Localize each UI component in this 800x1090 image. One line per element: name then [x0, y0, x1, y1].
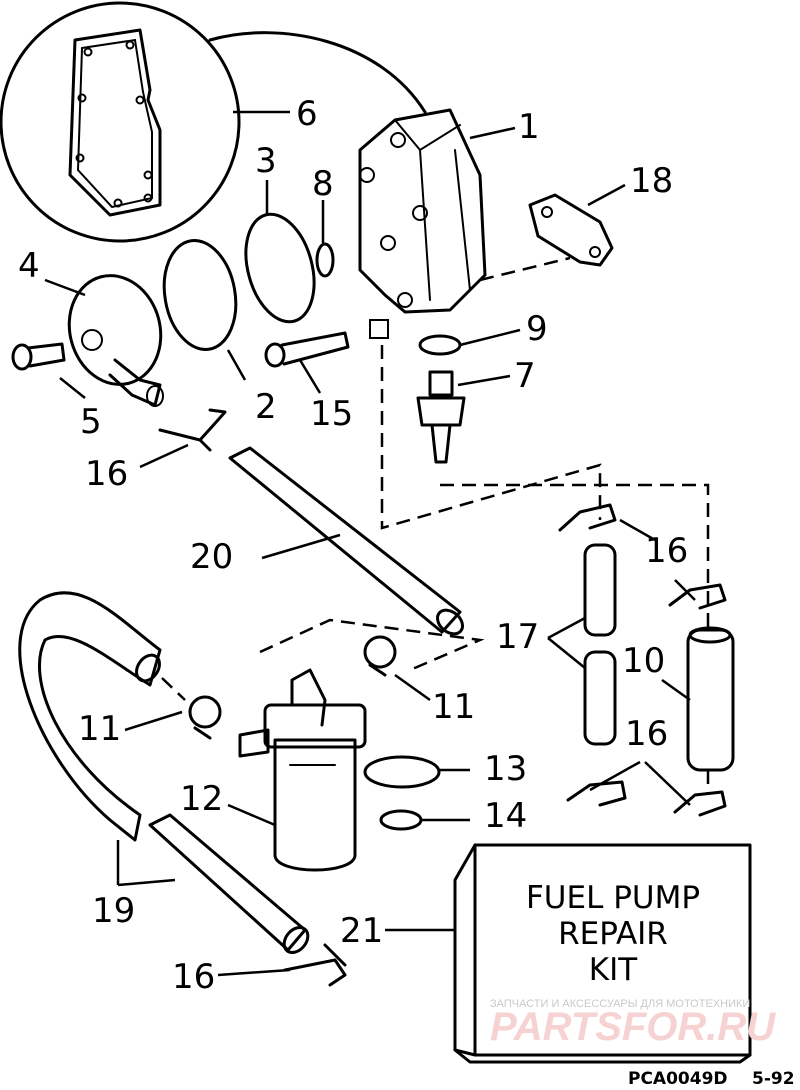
repair-kit-box — [453, 843, 752, 1064]
callout-14: 14 — [484, 796, 527, 836]
fitting-washer — [418, 334, 462, 356]
callout-19: 19 — [92, 891, 135, 931]
cover-screw — [11, 342, 66, 371]
diaphragm-ring — [162, 238, 238, 352]
fuel-pump-body — [358, 108, 487, 339]
callout-12: 12 — [180, 779, 223, 819]
callout-10: 10 — [622, 641, 665, 681]
callout-11-left: 11 — [78, 709, 121, 749]
callout-2: 2 — [255, 387, 277, 427]
small-o-ring — [315, 242, 335, 278]
short-hoses — [583, 543, 617, 746]
callout-15: 15 — [310, 394, 353, 434]
curved-fuel-hose — [18, 591, 310, 955]
callout-16-right-lower: 16 — [625, 714, 668, 754]
hose-clip-right-lower-a — [566, 780, 627, 807]
watermark-brand: PARTSFOR.RU — [490, 1005, 776, 1049]
routing-line-pump-to-gasket — [479, 256, 571, 282]
callout-17: 17 — [496, 617, 539, 657]
fuel-filter-canister — [238, 668, 367, 872]
figure-code: PCA0049D — [628, 1069, 728, 1089]
canister-o-ring-small — [379, 809, 423, 831]
callout-6: 6 — [296, 94, 318, 134]
callout-8: 8 — [312, 164, 334, 204]
callout-9: 9 — [526, 309, 548, 349]
kit-label-line-1: FUEL PUMP — [526, 880, 700, 916]
page-number: 5-92 — [752, 1069, 795, 1089]
hose-clip-right-lower-b — [673, 790, 727, 817]
callout-13: 13 — [484, 749, 527, 789]
hose-clamp-left — [188, 695, 222, 740]
hose-clip-upper-left — [158, 408, 227, 452]
callout-16-right-upper: 16 — [645, 531, 688, 571]
callout-18: 18 — [630, 161, 673, 201]
callout-4: 4 — [18, 246, 40, 286]
hose-fitting — [416, 370, 466, 464]
inline-filter — [686, 626, 735, 772]
callout-16-upper-left: 16 — [85, 454, 128, 494]
routing-line-fitting-to-filter — [440, 483, 710, 630]
hose-clamp-upper — [363, 635, 397, 677]
callout-1: 1 — [518, 107, 540, 147]
callout-7: 7 — [514, 356, 536, 396]
callout-11-upper: 11 — [432, 687, 475, 727]
leader-lines — [44, 110, 696, 977]
canister-o-ring-large — [363, 755, 441, 789]
kit-label-line-2: REPAIR — [558, 916, 668, 952]
hose-clip-right-middle — [668, 583, 727, 610]
pump-cover — [67, 274, 164, 407]
callout-5: 5 — [80, 402, 102, 442]
callout-16-bottom: 16 — [172, 957, 215, 997]
long-fuel-hose — [228, 446, 465, 636]
kit-label-line-3: KIT — [589, 952, 638, 988]
callout-20: 20 — [190, 537, 233, 577]
routing-line-hose-to-clamp — [161, 677, 186, 701]
callout-3: 3 — [255, 141, 277, 181]
routing-line-filter-outlet — [259, 618, 485, 672]
filter-screen — [244, 212, 316, 324]
hose-clip-right-top — [558, 503, 617, 532]
callout-21: 21 — [340, 911, 383, 951]
pump-gasket-plate — [528, 193, 614, 267]
detail-connector-line — [208, 31, 427, 114]
routing-line-pump-to-hose — [380, 345, 602, 530]
watermark-caption: ЗАПЧАСТИ И АКСЕССУАРЫ ДЛЯ МОТОТЕХНИКИ — [490, 998, 750, 1010]
gasket-detail-circle — [0, 1, 241, 243]
hose-clip-bottom — [283, 943, 347, 987]
long-screw — [264, 331, 350, 368]
